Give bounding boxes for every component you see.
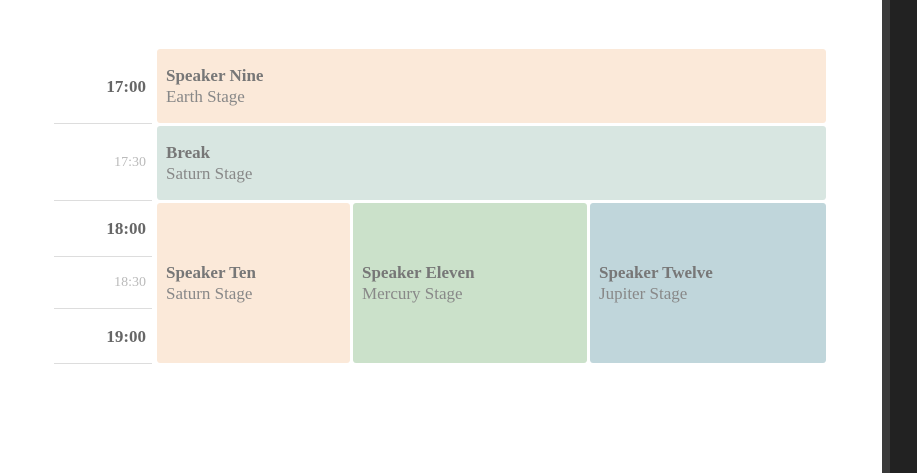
event-location: Saturn Stage: [166, 284, 253, 303]
event-location: Mercury Stage: [362, 284, 463, 303]
event-location: Earth Stage: [166, 87, 245, 106]
event-break[interactable]: Break Saturn Stage: [157, 126, 826, 200]
event-speaker-twelve[interactable]: Speaker Twelve Jupiter Stage: [590, 203, 826, 363]
time-slot-1800: 18:00: [54, 201, 152, 257]
time-label: 17:00: [106, 77, 146, 96]
event-speaker-nine[interactable]: Speaker Nine Earth Stage: [157, 49, 826, 123]
event-speaker-eleven[interactable]: Speaker Eleven Mercury Stage: [353, 203, 587, 363]
event-title: Break: [166, 143, 211, 162]
time-slot-1730: 17:30: [54, 124, 152, 201]
time-label: 17:30: [114, 155, 146, 170]
event-title: Speaker Eleven: [362, 263, 475, 282]
time-label: 18:30: [114, 275, 146, 290]
time-label: 19:00: [106, 327, 146, 346]
event-speaker-ten[interactable]: Speaker Ten Saturn Stage: [157, 203, 350, 363]
event-title: Speaker Nine: [166, 66, 264, 85]
time-column: 17:00 17:30 18:00 18:30 19:00: [54, 49, 152, 365]
scrollbar-edge: [882, 0, 890, 473]
event-title: Speaker Ten: [166, 263, 256, 282]
time-slot-1900: 19:00: [54, 309, 152, 364]
event-location: Saturn Stage: [166, 164, 253, 183]
time-slot-1700: 17:00: [54, 49, 152, 124]
time-slot-1830: 18:30: [54, 257, 152, 309]
event-location: Jupiter Stage: [599, 284, 688, 303]
event-title: Speaker Twelve: [599, 263, 713, 282]
time-label: 18:00: [106, 219, 146, 238]
